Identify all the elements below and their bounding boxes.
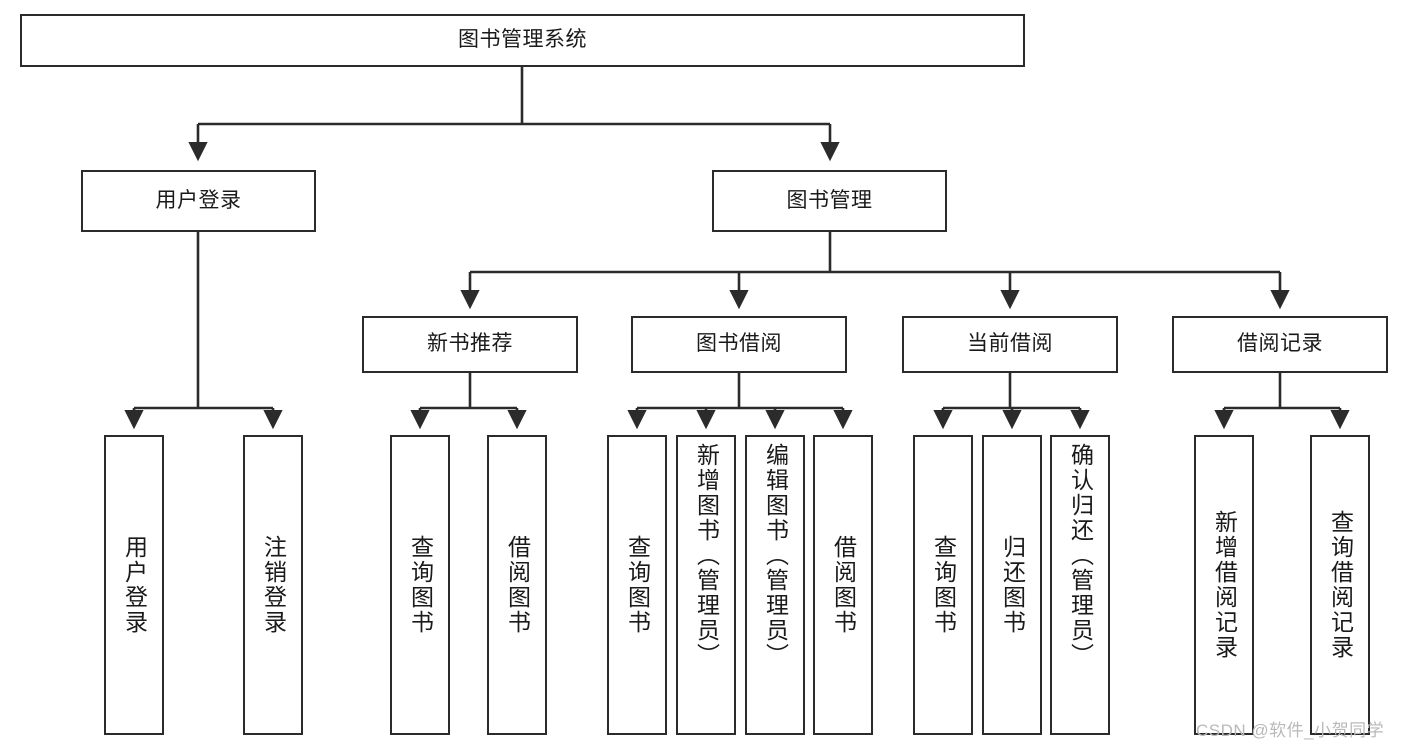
node-book-manage[interactable]: 图书管理 <box>712 170 947 232</box>
leaf-borrow-book-recommend[interactable]: 借阅图书 <box>487 435 547 735</box>
leaf-confirm-return-admin-label: 确认归还（管理员） <box>1067 443 1094 668</box>
csdn-watermark: CSDN @软件_小贺同学 <box>1196 721 1385 740</box>
node-new-book-recommend-label: 新书推荐 <box>427 332 513 356</box>
leaf-user-login-label: 用户登录 <box>121 535 148 635</box>
node-borrow-record-label: 借阅记录 <box>1237 332 1323 356</box>
leaf-query-book-recommend[interactable]: 查询图书 <box>390 435 450 735</box>
node-book-borrow[interactable]: 图书借阅 <box>631 316 847 373</box>
leaf-query-book-borrow-label: 查询图书 <box>624 535 651 635</box>
leaf-logout-label: 注销登录 <box>260 535 287 635</box>
leaf-query-borrow-record-label: 查询借阅记录 <box>1327 510 1354 660</box>
leaf-query-book-current[interactable]: 查询图书 <box>913 435 973 735</box>
node-current-borrow-label: 当前借阅 <box>967 332 1053 356</box>
node-book-manage-label: 图书管理 <box>786 188 873 212</box>
leaf-edit-book-admin-label: 编辑图书（管理员） <box>762 443 789 668</box>
leaf-add-borrow-record[interactable]: 新增借阅记录 <box>1194 435 1254 735</box>
leaf-logout[interactable]: 注销登录 <box>243 435 303 735</box>
leaf-add-book-admin[interactable]: 新增图书（管理员） <box>676 435 736 735</box>
node-book-borrow-label: 图书借阅 <box>696 332 782 356</box>
node-new-book-recommend[interactable]: 新书推荐 <box>362 316 578 373</box>
node-current-borrow[interactable]: 当前借阅 <box>902 316 1118 373</box>
leaf-borrow-book[interactable]: 借阅图书 <box>813 435 873 735</box>
leaf-borrow-book-recommend-label: 借阅图书 <box>504 535 531 635</box>
leaf-edit-book-admin[interactable]: 编辑图书（管理员） <box>745 435 805 735</box>
leaf-user-login[interactable]: 用户登录 <box>104 435 164 735</box>
leaf-add-borrow-record-label: 新增借阅记录 <box>1211 510 1238 660</box>
leaf-query-borrow-record[interactable]: 查询借阅记录 <box>1310 435 1370 735</box>
leaf-return-book-label: 归还图书 <box>999 535 1026 635</box>
leaf-confirm-return-admin[interactable]: 确认归还（管理员） <box>1050 435 1110 735</box>
leaf-add-book-admin-label: 新增图书（管理员） <box>693 443 720 668</box>
leaf-query-book-current-label: 查询图书 <box>930 535 957 635</box>
leaf-return-book[interactable]: 归还图书 <box>982 435 1042 735</box>
node-user-login-label: 用户登录 <box>155 188 242 212</box>
node-user-login[interactable]: 用户登录 <box>81 170 316 232</box>
leaf-query-book-borrow[interactable]: 查询图书 <box>607 435 667 735</box>
node-root[interactable]: 图书管理系统 <box>20 14 1025 67</box>
leaf-query-book-recommend-label: 查询图书 <box>407 535 434 635</box>
node-root-label: 图书管理系统 <box>458 28 587 52</box>
node-borrow-record[interactable]: 借阅记录 <box>1172 316 1388 373</box>
leaf-borrow-book-label: 借阅图书 <box>830 535 857 635</box>
